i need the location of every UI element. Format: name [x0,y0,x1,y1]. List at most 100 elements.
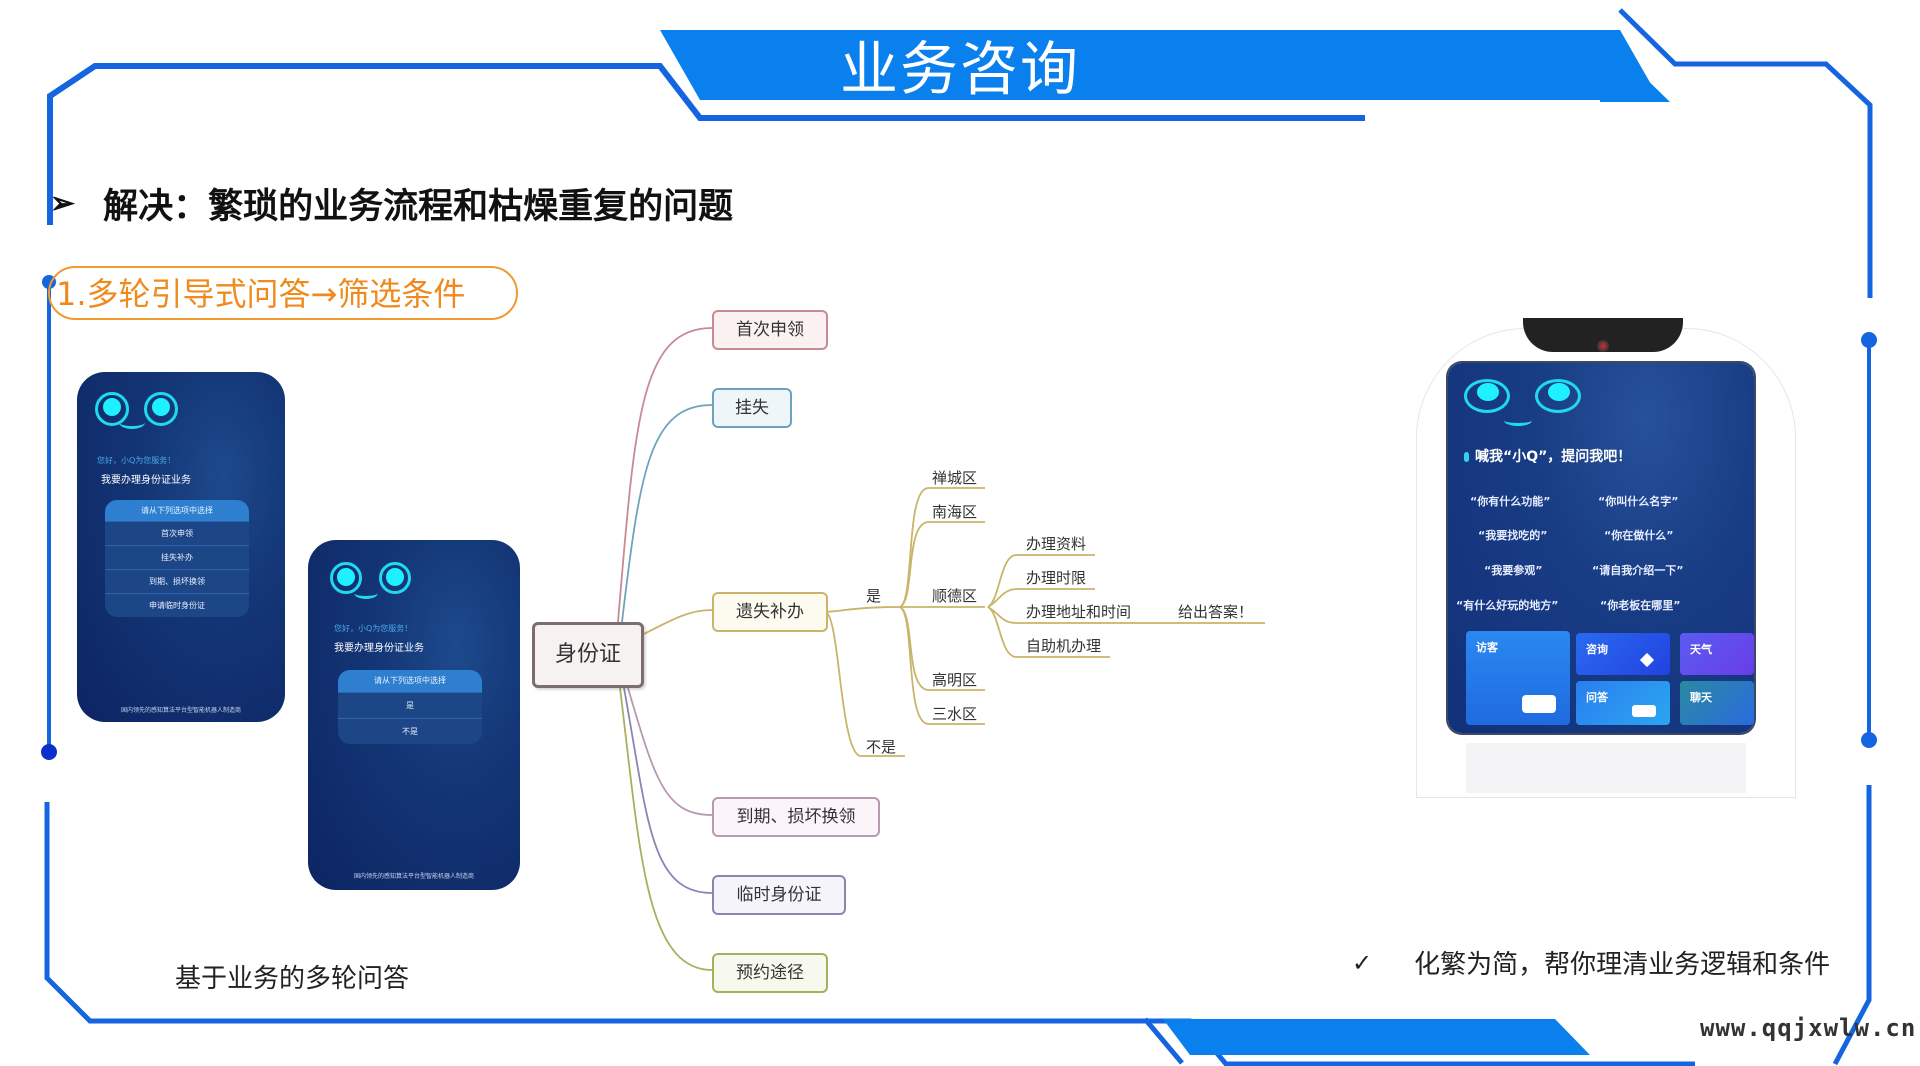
menu-option[interactable]: 首次申领 [105,521,249,545]
diamond-icon [1639,652,1655,668]
caption-left: 基于业务的多轮问答 [175,964,410,994]
item-materials: 办理资料 [1026,535,1087,553]
frame-bottom-right [1832,785,1872,1066]
connector-reissue [643,609,713,635]
district-gaoming: 高明区 [932,671,978,689]
branch-lost: 挂失 [712,388,792,428]
connector-timelimit [987,588,1095,608]
frame-right-dot-bottom [1861,732,1877,748]
headline-text: 解决：繁琐的业务流程和枯燥重复的问题 [103,186,734,227]
connector-no [825,611,905,757]
robot-eye-right [379,562,411,594]
frame-right-dot-top [1861,332,1877,348]
menu-header: 请从下列选项中选择 [105,500,249,521]
suggestion[interactable]: “我要参观” [1484,564,1543,577]
connector-temp [623,687,713,894]
frame-bottom-left [44,802,1695,1066]
caption-right: ✓ 化繁为简，帮你理清业务逻辑和条件 [1352,944,1830,981]
district-sanshui: 三水区 [932,705,978,723]
frame-top-left [47,63,1365,225]
phone-screen-2: 您好，小Q为您服务！ 我要办理身份证业务 请从下列选项中选择 是 不是 国内领先… [308,540,520,890]
robot-screen: 喊我“小Q”，提问我吧！ “你有什么功能” “你叫什么名字” “我要找吃的” “… [1448,363,1754,733]
robot-smile [354,587,378,599]
chat-bubble-icon [1632,705,1656,717]
robot-smile [119,416,145,429]
frame-left-dot-bottom [41,744,57,760]
suggestion[interactable]: “你有什么功能” [1470,495,1551,508]
greeting-text: 您好，小Q为您服务！ [334,624,413,633]
menu-option[interactable]: 挂失补办 [105,545,249,569]
frame-top-right [1618,8,1873,298]
option-menu: 请从下列选项中选择 首次申领 挂失补办 到期、损坏换领 申请临时身份证 [105,500,249,617]
suggestion[interactable]: “你叫什么名字” [1598,495,1679,508]
robot-eye-left [95,392,129,426]
tile-qa[interactable]: 问答 [1576,681,1670,725]
no-label: 不是 [866,738,897,756]
item-address-time: 办理地址和时间 [1026,603,1132,621]
banner-right-triangle [1600,34,1670,102]
item-time-limit: 办理时限 [1026,569,1087,587]
menu-option[interactable]: 不是 [338,718,482,744]
tile-consult[interactable]: 咨询 [1576,633,1670,675]
branch-reissue: 遗失补办 [712,592,828,632]
microphone-icon [1464,452,1469,462]
frame-bottom-link [1143,1017,1184,1065]
section-pill: 1.多轮引导式问答→筛选条件 [48,266,518,320]
answer-label: 给出答案！ [1178,603,1254,621]
suggestion[interactable]: “有什么好玩的地方” [1456,599,1559,612]
branch-temporary-id: 临时身份证 [712,875,846,915]
menu-option[interactable]: 到期、损坏换领 [105,569,249,593]
greeting-text: 您好，小Q为您服务！ [97,456,176,465]
tile-consult-label: 咨询 [1586,643,1608,656]
menu-option[interactable]: 是 [338,692,482,718]
slide-title: 业务咨询 [839,35,1080,103]
check-icon: ✓ [1352,948,1373,977]
title-banner [660,30,1660,100]
robot-eye-left [1464,379,1510,413]
branch-expire-replace: 到期、损坏换领 [712,797,880,837]
robot-base [1466,743,1746,793]
connector-yes [825,606,901,613]
option-menu: 请从下列选项中选择 是 不是 [338,670,482,744]
user-request: 我要办理身份证业务 [334,643,424,654]
district-chancheng: 禅城区 [932,469,978,487]
connector-lost [621,404,713,623]
branch-first-apply: 首次申领 [712,310,828,350]
district-nanhai: 南海区 [932,503,978,521]
yes-label: 是 [866,587,882,605]
suggestion[interactable]: “我要找吃的” [1478,529,1548,542]
robot-eye-right [144,392,178,426]
suggestion[interactable]: “请自我介绍一下” [1592,564,1684,577]
connector-expire [627,687,713,816]
connector-sanshui [899,606,985,725]
phone-screen-1: 您好，小Q为您服务！ 我要办理身份证业务 请从下列选项中选择 首次申领 挂失补办… [77,372,285,722]
camera-icon [1597,340,1609,352]
phone-footer: 国内领先的感知算法平台型智能机器人制造商 [120,707,241,714]
connector-first-apply [617,327,713,623]
connector-appointment [619,687,713,971]
tile-qa-label: 问答 [1586,691,1608,704]
bottom-banner [1163,1019,1590,1055]
connector-materials [987,554,1095,608]
connector-selfservice [987,606,1110,658]
mindmap-root: 身份证 [532,622,644,688]
tile-chat[interactable]: 聊天 [1680,681,1754,725]
tile-weather[interactable]: 天气 [1680,633,1754,675]
tile-visitor-label: 访客 [1476,641,1498,654]
tile-visitor[interactable]: 访客 [1466,631,1570,725]
suggestion[interactable]: “你在做什么” [1604,529,1674,542]
robot-eye-right [1535,379,1581,413]
suggestion[interactable]: “你老板在哪里” [1600,599,1681,612]
branch-appointment: 预约途径 [712,953,828,993]
robot-device: 喊我“小Q”，提问我吧！ “你有什么功能” “你叫什么名字” “我要找吃的” “… [1416,318,1796,798]
connector-nanhai [899,521,985,608]
menu-option[interactable]: 申请临时身份证 [105,593,249,617]
robot-eye-left [330,562,362,594]
caption-right-text: 化繁为简，帮你理清业务逻辑和条件 [1414,950,1831,980]
menu-header: 请从下列选项中选择 [338,670,482,692]
headline: ➢ 解决：繁琐的业务流程和枯燥重复的问题 [50,178,733,229]
robot-smile [1504,415,1532,426]
wake-prompt-text: 喊我“小Q”，提问我吧！ [1475,449,1632,465]
user-request: 我要办理身份证业务 [101,475,191,486]
